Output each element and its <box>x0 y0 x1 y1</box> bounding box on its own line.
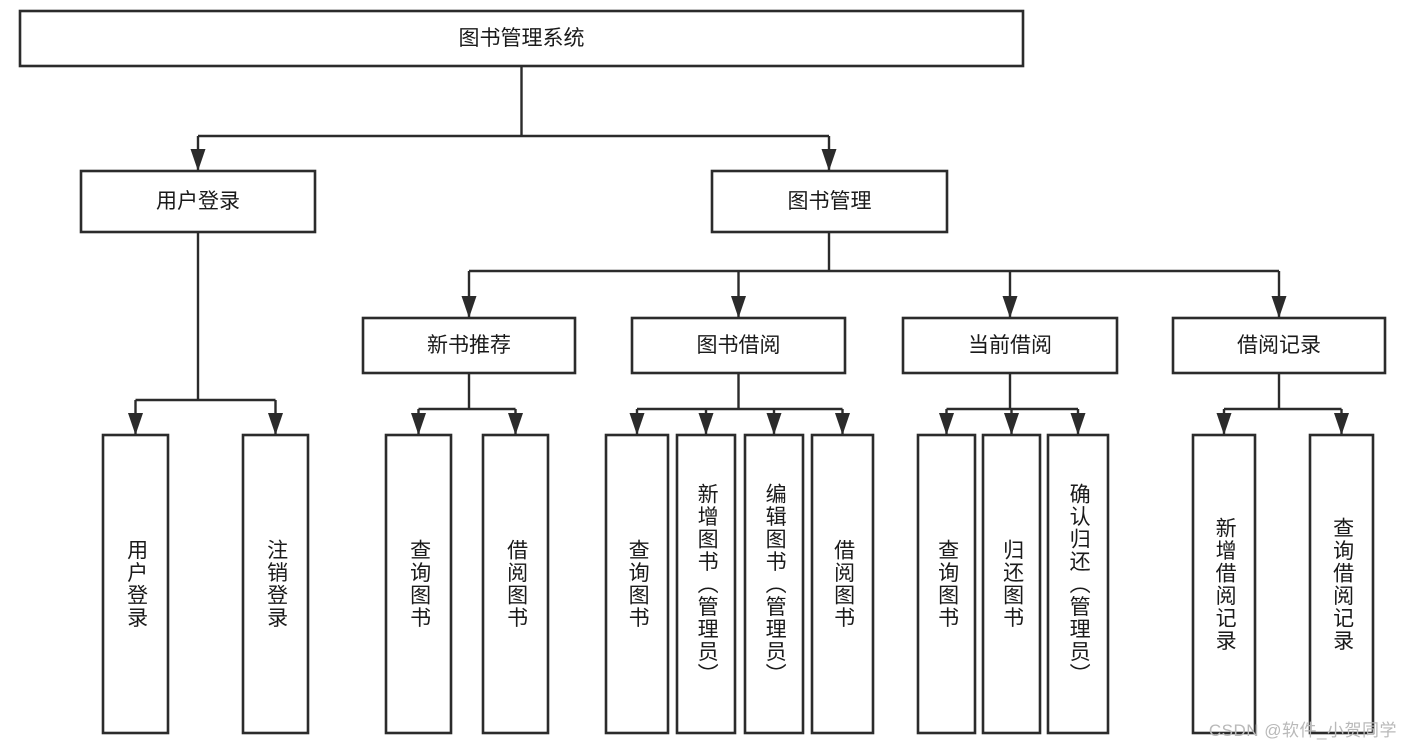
level2-node-1[interactable] <box>79 169 317 234</box>
leaf-node-13[interactable] <box>1308 433 1375 735</box>
arrow-to-leaf-query-books-2-head <box>629 413 645 435</box>
level3-node-label: 当前借阅 <box>968 334 1052 357</box>
leaf-node-3[interactable] <box>384 433 453 735</box>
arrow-to-current-borrow-head <box>1002 296 1018 318</box>
arrow-to-new-book-rec-head <box>461 296 477 318</box>
leaf-node-11[interactable] <box>1046 433 1110 735</box>
arrow-to-leaf-add-book-head <box>698 413 714 435</box>
leaf-node-box[interactable] <box>916 433 977 735</box>
leaf-node-1[interactable] <box>101 433 170 735</box>
level3-node-label: 借阅记录 <box>1237 334 1321 357</box>
root-node-label: 图书管理系统 <box>459 27 585 50</box>
leaf-node-box[interactable] <box>384 433 453 735</box>
leaf-node-6[interactable] <box>675 433 737 735</box>
leaf-node-box[interactable] <box>1046 433 1110 735</box>
leaf-node-4[interactable] <box>481 433 550 735</box>
arrow-to-leaf-edit-book-head <box>766 413 782 435</box>
connectors-layer <box>128 66 1349 435</box>
leaf-node-box[interactable] <box>743 433 805 735</box>
arrow-to-user-login-head <box>190 149 206 171</box>
leaf-node-box[interactable] <box>604 433 670 735</box>
arrow-to-leaf-add-record-head <box>1216 413 1232 435</box>
level3-node-2[interactable] <box>630 316 847 375</box>
leaf-node-5[interactable] <box>604 433 670 735</box>
arrow-to-leaf-borrow-books-1-head <box>508 413 523 435</box>
level2-node-label: 图书管理 <box>788 190 872 213</box>
level2-node-2[interactable] <box>710 169 949 234</box>
level3-node-3[interactable] <box>901 316 1119 375</box>
leaf-node-8[interactable] <box>810 433 875 735</box>
leaf-node-box[interactable] <box>1308 433 1375 735</box>
arrow-to-book-manage-head <box>821 149 837 171</box>
leaf-node-box[interactable] <box>810 433 875 735</box>
level3-node-box[interactable] <box>1171 316 1387 375</box>
level3-node-box[interactable] <box>361 316 577 375</box>
level3-node-box[interactable] <box>901 316 1119 375</box>
level2-node-box[interactable] <box>79 169 317 234</box>
leaf-node-2[interactable] <box>241 433 310 735</box>
arrow-to-leaf-user-login-head <box>128 413 143 435</box>
leaf-node-12[interactable] <box>1191 433 1257 735</box>
arrow-to-leaf-query-books-1-head <box>411 413 426 435</box>
level3-node-label: 图书借阅 <box>697 334 781 357</box>
level3-node-4[interactable] <box>1171 316 1387 375</box>
leaf-node-box[interactable] <box>981 433 1042 735</box>
arrow-to-leaf-confirm-return-head <box>1070 413 1086 435</box>
leaf-node-7[interactable] <box>743 433 805 735</box>
arrow-to-book-borrow-head <box>731 296 746 318</box>
level3-node-box[interactable] <box>630 316 847 375</box>
level2-node-label: 用户登录 <box>156 190 240 213</box>
arrow-to-borrow-record-head <box>1271 296 1287 318</box>
level3-node-label: 新书推荐 <box>427 334 511 357</box>
level3-node-1[interactable] <box>361 316 577 375</box>
watermark-text: CSDN @软件_小贺同学 <box>1208 721 1397 740</box>
arrow-to-leaf-query-books-3-head <box>939 413 954 435</box>
leaf-node-9[interactable] <box>916 433 977 735</box>
boxes-layer <box>18 9 1387 735</box>
leaf-node-box[interactable] <box>1191 433 1257 735</box>
root-node-1[interactable] <box>18 9 1025 68</box>
arrow-to-leaf-logout-head <box>268 413 283 435</box>
arrow-to-leaf-borrow-books-2-head <box>835 413 850 435</box>
arrow-to-leaf-return-book-head <box>1004 413 1019 435</box>
root-node-box[interactable] <box>18 9 1025 68</box>
leaf-node-box[interactable] <box>481 433 550 735</box>
leaf-node-box[interactable] <box>101 433 170 735</box>
arrow-to-leaf-query-record-head <box>1334 413 1349 435</box>
level2-node-box[interactable] <box>710 169 949 234</box>
leaf-node-box[interactable] <box>675 433 737 735</box>
leaf-node-10[interactable] <box>981 433 1042 735</box>
leaf-node-box[interactable] <box>241 433 310 735</box>
